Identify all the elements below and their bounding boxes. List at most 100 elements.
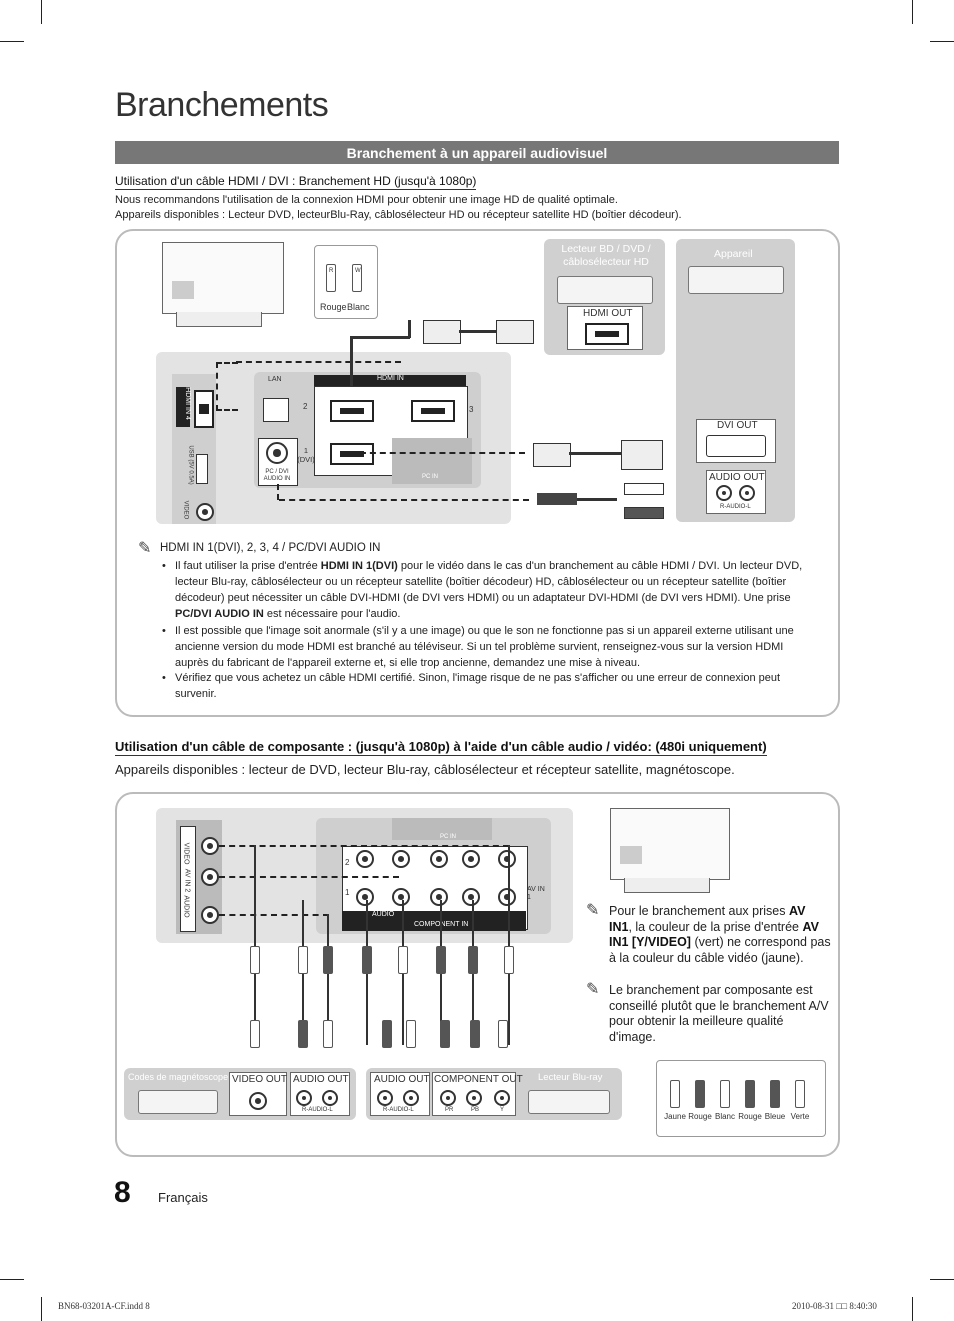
video-side-jack [196,503,214,521]
bluray-label: Lecteur Blu-ray [538,1072,603,1083]
crop-mark [41,1297,42,1321]
audio-label: AUDIO [372,911,395,918]
hdmi-note-title: HDMI IN 1(DVI), 2, 3, 4 / PC/DVI AUDIO I… [160,542,381,554]
rca-plug-icon [323,1020,333,1048]
port1-label-2: 1 [345,888,350,897]
vcr-r-audio-l: R-AUDIO-L [302,1107,333,1113]
av-in2-label-box [180,826,196,932]
pr-jack [440,1090,456,1106]
rca-plug-icon [250,946,260,974]
hdmi-in-label: HDMI IN [377,375,404,382]
br-r-audio-l: R-AUDIO-L [383,1107,414,1113]
footer-date: 2010-08-31 □□ 8:40:30 [792,1301,877,1311]
hdmi-heading: Utilisation d'un câble HDMI / DVI : Bran… [115,174,477,190]
vcr-icon [138,1090,218,1114]
hdmi-plug-icon [423,320,461,344]
vcr-audio-r-jack [296,1090,312,1106]
rca-plug-icon [470,1020,480,1048]
legend-jaune: Jaune [664,1112,686,1121]
audio-dotted-cable [277,484,281,500]
bd-player-icon [557,276,653,304]
dvi-cable [569,452,621,455]
port2-label-2: 2 [345,858,350,867]
hdmi4-dotted-cable-top [236,361,401,363]
rca-plug-icon [298,1020,308,1048]
rca-plug-icon [382,1020,392,1048]
plug-w-label: W [355,268,361,274]
component-note-1: Pour le branchement aux prises AV IN1, l… [609,904,831,965]
av2-audio-r-jack [201,906,219,924]
hdmi-cable [459,330,496,333]
av-dotted-cable [219,876,399,878]
component-out-label: COMPONENT OUT [434,1074,523,1085]
video-out-jack [249,1092,267,1110]
video-side-label: VIDEO [182,500,189,520]
hdmi-bullet-3: •Vérifiez que vous achetez un câble HDMI… [162,672,781,700]
blue-plug-icon [770,1080,780,1108]
crop-mark [41,0,42,24]
appareil-player-icon [688,266,784,294]
red-plug-icon [745,1080,755,1108]
tv-stand-2 [624,878,710,893]
rouge-label: Rouge [320,302,347,312]
usb-label: USB (5V 0.5A) [187,445,194,485]
bluray-icon [528,1090,610,1114]
component-cable [508,845,510,1045]
crop-mark [0,1279,24,1280]
note-icon: ✎ [138,540,152,557]
crop-mark [912,0,913,24]
pc-in-label-2: PC IN [440,834,457,840]
pr-label: PR [445,1107,454,1113]
tv-port-area-2 [620,846,642,864]
crop-mark [930,1279,954,1280]
pc-in-area-2 [392,818,492,840]
rca-plug-icon [468,946,478,974]
tv-back-illustration [162,242,284,314]
component-note-2: Le branchement par composante est consei… [609,983,829,1044]
component-jack [356,888,374,906]
video-out-label: VIDEO OUT [232,1074,288,1085]
white-plug-icon [720,1080,730,1108]
av-in2-label: AV IN 2 [183,868,191,893]
hdmi-out-label: HDMI OUT [583,308,633,319]
hdmi-intro-2: Appareils disponibles : Lecteur DVD, lec… [115,209,682,221]
plug-r-label: R [329,268,334,274]
hdmi2-port [330,400,374,422]
hdmi-in4-label: HDMI IN 4 [183,387,191,420]
av-cable [327,914,329,1044]
av-in1-label: AV IN 1 [527,886,545,901]
green-plug-icon [795,1080,805,1108]
rca-plug-icon [440,1020,450,1048]
audio-v-label: AUDIO [182,895,190,918]
tv-back-illustration-2 [610,808,730,880]
component-heading: Utilisation d'un câble de composante : (… [115,739,767,756]
rca-plug-icon [323,946,333,974]
vcr-audio-out-label: AUDIO OUT [293,1074,349,1085]
y-label: Y [500,1107,505,1113]
hdmi-out-port [585,323,629,345]
port1-label: 1 (DVI) [297,446,315,464]
bd-device-label: Lecteur BD / DVD / câblosélecteur HD [561,243,651,268]
component-in-strip [342,911,526,931]
av2-video-jack [201,837,219,855]
vcr-label: Codes de magnétoscope [128,1072,229,1082]
rca-plug-icon [624,483,664,495]
hdmi4-dotted-cable [216,362,238,411]
yellow-plug-icon [670,1080,680,1108]
pb-label: PB [471,1107,480,1113]
hdmi-plug-icon [496,320,534,344]
hdmi1-dotted-cable [350,452,525,454]
white-plug-icon [352,264,362,292]
section-bar: Branchement à un appareil audiovisuel [115,141,839,164]
rca-plug-icon [504,946,514,974]
y-jack [494,1090,510,1106]
audio-cable [577,498,617,501]
hdmi-cable [350,338,353,386]
rca-plug-icon [436,946,446,974]
pc-in-area [392,438,472,484]
red-plug-icon [326,264,336,292]
pb-jack [466,1090,482,1106]
rca-plug-icon [362,946,372,974]
av-dotted-cable [219,845,509,847]
br-audio-r-jack [377,1090,393,1106]
